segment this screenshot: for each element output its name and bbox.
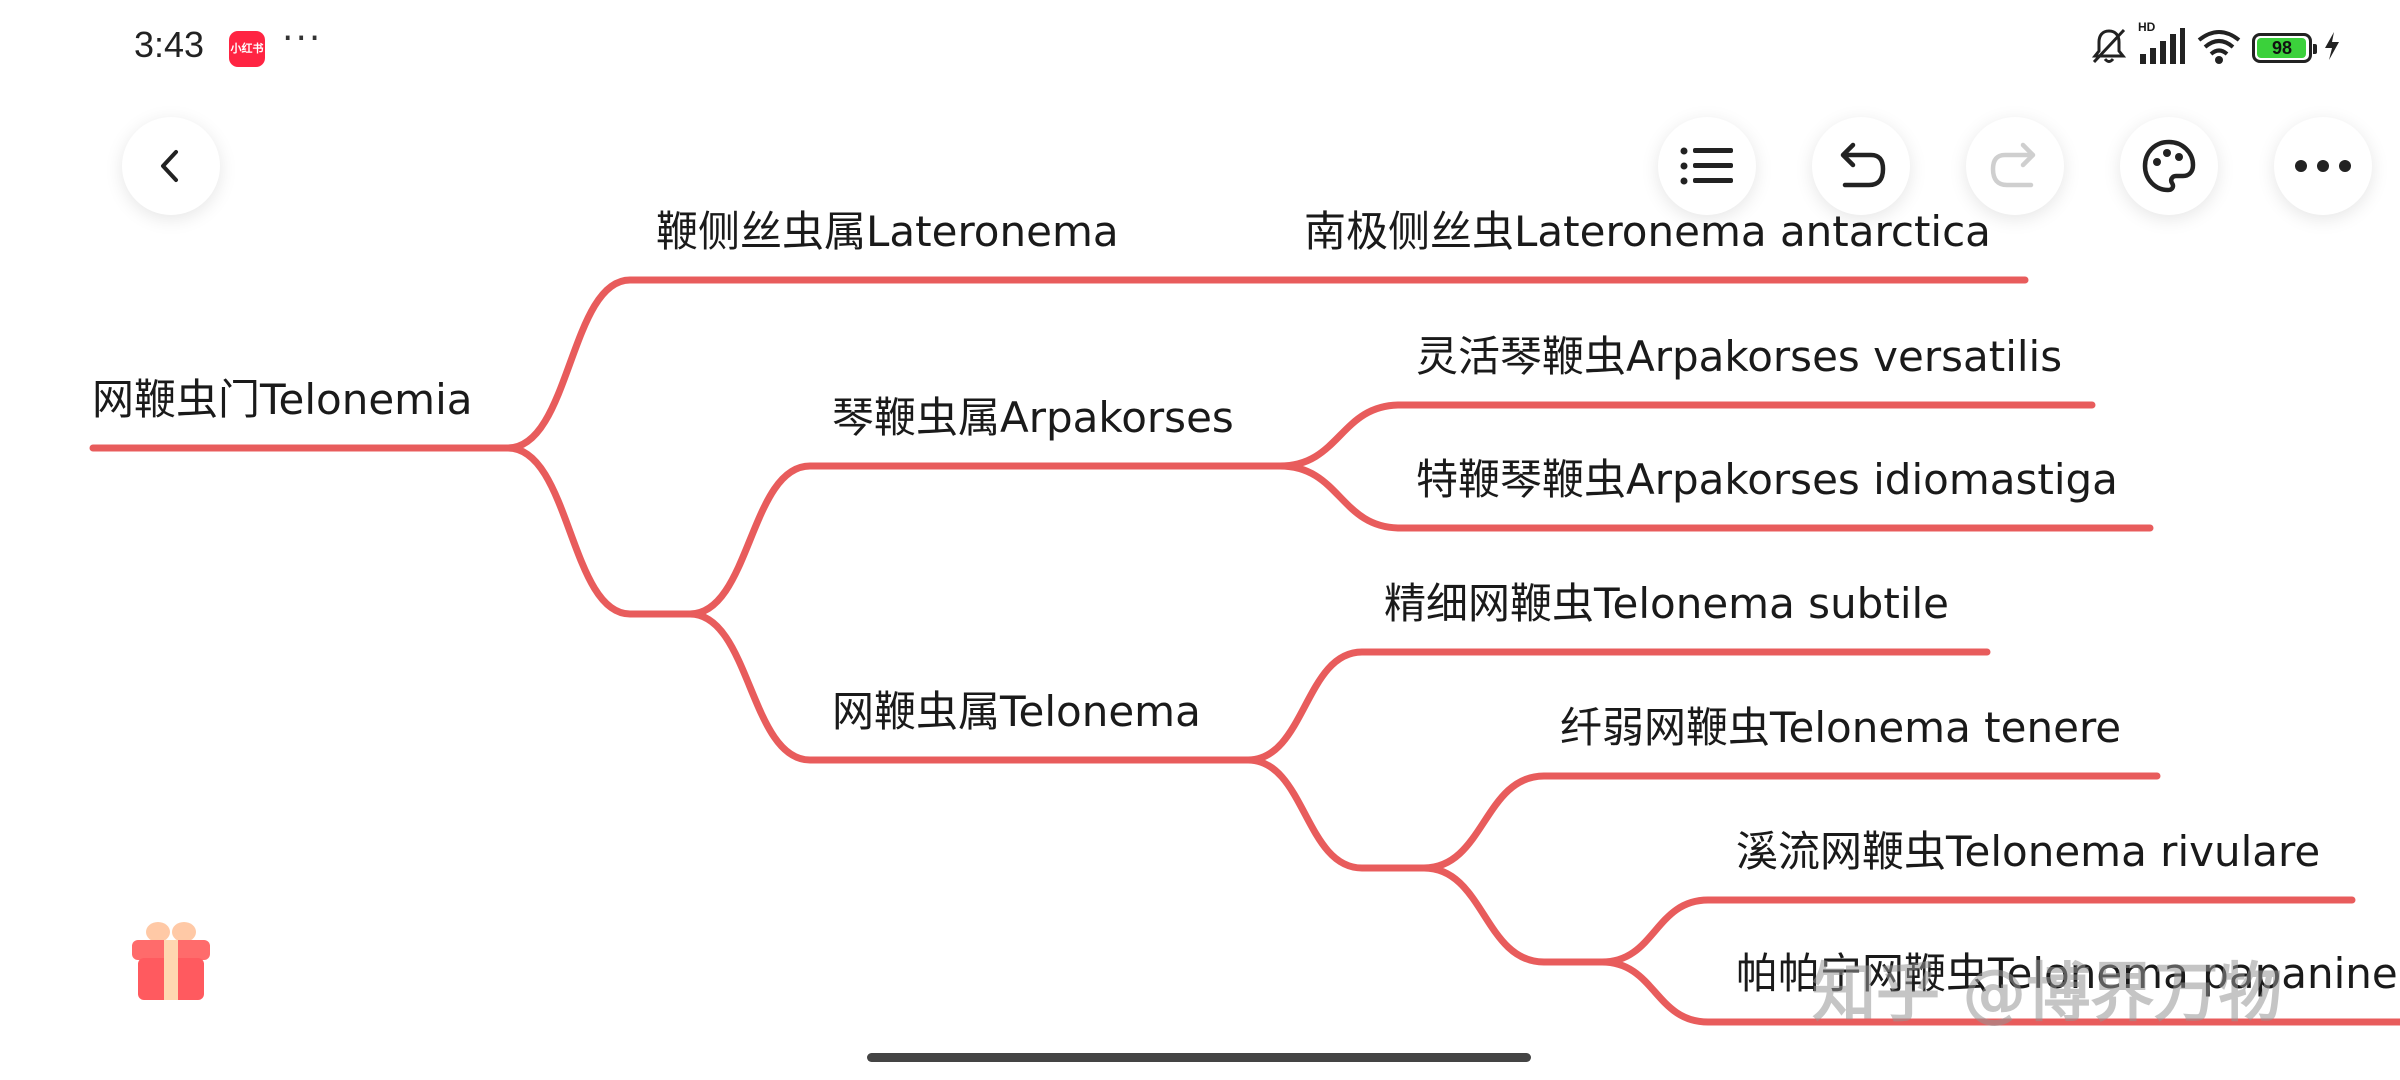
node-species-lateronema-antarctica[interactable]: 南极侧丝虫Lateronema antarctica bbox=[1304, 207, 1991, 256]
node-genus-arpakorses[interactable]: 琴鞭虫属Arpakorses bbox=[832, 393, 1234, 442]
link-arpakorses-versatilis bbox=[1276, 401, 2096, 470]
zhihu-watermark: 知乎 @博界万物 bbox=[1812, 957, 2283, 1031]
node-genus-telonema[interactable]: 网鞭虫属Telonema bbox=[832, 687, 1201, 736]
node-species-telonema-papanine[interactable]: 帕帕宁网鞭虫Telonema papanine bbox=[1736, 949, 2398, 998]
battery-level: 98 bbox=[2271, 38, 2293, 58]
link-root-lateronema bbox=[504, 276, 1271, 452]
link-junction-arpakorses bbox=[686, 462, 1284, 618]
gift-button[interactable] bbox=[128, 918, 214, 1004]
wifi-icon bbox=[2196, 26, 2242, 70]
battery-fill bbox=[2257, 38, 2306, 58]
status-icons: HD 98 bbox=[2090, 20, 2342, 70]
outline-list-button[interactable] bbox=[1658, 117, 1756, 215]
node-species-arpakorses-versatilis[interactable]: 灵活琴鞭虫Arpakorses versatilis bbox=[1416, 332, 2063, 381]
gift-icon bbox=[132, 922, 210, 1000]
link-junction-telonema bbox=[686, 610, 1252, 764]
back-icon bbox=[161, 150, 178, 182]
home-indicator[interactable] bbox=[867, 1053, 1531, 1062]
node-species-telonema-subtile[interactable]: 精细网鞭虫Telonema subtile bbox=[1384, 579, 1949, 628]
xiaohongshu-app-icon: 小红书 bbox=[229, 31, 265, 67]
battery-icon: 98 bbox=[2252, 33, 2317, 63]
node-species-telonema-rivulare[interactable]: 溪流网鞭虫Telonema rivulare bbox=[1736, 827, 2321, 876]
link-root-junction bbox=[504, 444, 694, 618]
battery-cap bbox=[2313, 44, 2317, 54]
link-junction2-papanine bbox=[1598, 958, 2400, 1026]
node-genus-lateronema[interactable]: 鞭侧丝虫属Lateronema bbox=[656, 207, 1119, 256]
more-button[interactable] bbox=[2274, 117, 2372, 215]
link-junction-tenere bbox=[1420, 772, 2161, 872]
link-junction-junction2 bbox=[1420, 864, 1606, 966]
node-species-arpakorses-idiomastiga[interactable]: 特鞭琴鞭虫Arpakorses idiomastiga bbox=[1416, 455, 2118, 504]
status-time: 3:43 bbox=[134, 24, 205, 65]
cellular-signal-icon: HD bbox=[2138, 20, 2186, 70]
mute-bell-icon bbox=[2090, 26, 2128, 70]
link-arpakorses-idiomastiga bbox=[1276, 462, 2154, 532]
undo-icon bbox=[1840, 142, 1886, 188]
theme-palette-button[interactable] bbox=[2120, 117, 2218, 215]
more-icon bbox=[2295, 160, 2351, 172]
node-root[interactable]: 网鞭虫门Telonemia bbox=[92, 375, 473, 424]
charging-bolt-icon bbox=[2322, 30, 2342, 66]
node-species-telonema-tenere[interactable]: 纤弱网鞭虫Telonema tenere bbox=[1560, 703, 2122, 752]
link-junction2-rivulare bbox=[1598, 896, 2356, 966]
undo-button[interactable] bbox=[1812, 117, 1910, 215]
redo-button[interactable] bbox=[1966, 117, 2064, 215]
redo-icon bbox=[1990, 142, 2036, 188]
back-button[interactable] bbox=[122, 117, 220, 215]
outline-list-icon bbox=[1680, 147, 1733, 185]
palette-icon bbox=[2142, 139, 2196, 193]
hd-label: HD bbox=[2138, 20, 2156, 34]
link-telonema-junction bbox=[1244, 756, 1428, 872]
link-telonema-subtile bbox=[1244, 648, 1991, 764]
status-more-dots: ··· bbox=[282, 18, 323, 59]
